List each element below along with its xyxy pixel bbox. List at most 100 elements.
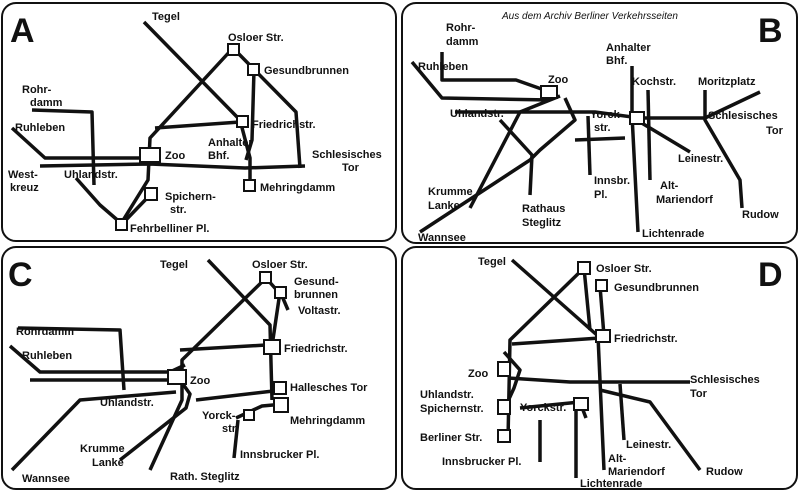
line-rudow-d [599,388,702,472]
line-leinestr-d [618,383,626,441]
label-gesundbrunnen-d: Gesundbrunnen [614,282,699,294]
label-anhalter-b: Anhalter [606,42,651,54]
label-yorck-c-2: str. [222,423,239,435]
label-rath-steglitz-c: Rath. Steglitz [170,471,240,483]
label-innsbrucker-c: Innsbrucker Pl. [240,449,319,461]
label-mehringdamm: Mehringdamm [260,182,335,194]
station-spichernstr-d [497,399,511,415]
label-rudow-d: Rudow [706,466,743,478]
panel-c-letter: C [8,256,33,294]
label-rohrdamm-2: damm [30,97,63,109]
label-leinestr-d: Leinestr. [626,439,671,451]
station-zoo-b [540,85,558,99]
panel-c-labels: Tegel Osloer Str. Gesund- brunnen Voltas… [16,259,368,485]
panel-a-frame [1,2,397,242]
line-innsbr-b [586,115,592,176]
label-spichern-2: str. [170,204,187,216]
label-bhf: Bhf. [208,150,229,162]
line-osloer-south-d [582,267,592,331]
station-osloer-str-c [259,271,272,284]
station-yorckstr-b [629,111,645,125]
label-tegel: Tegel [152,11,180,23]
label-ruhleben: Ruhleben [15,122,65,134]
panel-c: C Tegel Osloer Str. G [1,246,397,490]
label-rudow-b: Rudow [742,209,779,221]
line-friedrichstr-link-c [179,343,267,352]
label-ruhleben-c: Ruhleben [22,350,72,362]
label-schlesisches-d: Schlesisches [690,374,760,386]
label-zoo: Zoo [165,150,185,162]
label-steglitz-b: Steglitz [522,217,562,229]
label-pl-b: Pl. [594,189,607,201]
panel-d: D Tegel Osloer Str. G [401,246,798,490]
line-tegel-mehringdamm [142,20,252,186]
line-rohrdamm-c [17,326,126,391]
station-yorckstr-c [243,409,255,421]
label-schlesisches: Schlesisches [312,149,382,161]
line-east-west-d [507,376,690,384]
line-krumme-lanke-b [468,94,561,209]
label-spichernstr-d: Spichernstr. [420,403,484,415]
label-alt-d: Alt- [608,453,627,465]
label-fehrbelliner-pl: Fehrbelliner Pl. [130,223,209,235]
label-ruhleben-b: Ruhleben [418,61,468,73]
line-innsbrucker-c [232,419,240,459]
label-krumme-b: Krumme [428,186,473,198]
line-hallesches-link-c [195,388,283,402]
label-tor: Tor [342,162,360,174]
label-berliner-str-d: Berliner Str. [420,432,482,444]
panel-b-lines [410,52,761,234]
label-leinestr-b: Leinestr. [678,153,723,165]
line-ruhleben-c [8,344,186,374]
station-osloer-str-d [577,261,591,275]
label-uhlandstr-d: Uhlandstr. [420,389,474,401]
line-steglitz-b [498,118,534,196]
panel-d-stations [497,261,611,443]
line-gesundbrunnen-d [598,285,606,337]
label-lanke-b: Lanke [428,200,460,212]
panel-b-frame [401,2,798,244]
line-westkreuz-loop [74,176,152,226]
station-friedrichstr-d [595,329,611,343]
label-lichtenrade-b: Lichtenrade [642,228,704,240]
line-rohrdamm [31,108,96,186]
line-tegel-c [206,258,274,401]
line-krumme-lanke-c [30,378,192,462]
label-mariendorf-b: Mariendorf [656,194,713,206]
label-lichtenrade-d: Lichtenrade [580,478,642,490]
line-rudow-b [703,90,744,209]
label-gesund-c: Gesund- [294,276,339,288]
label-tegel-c: Tegel [160,259,188,271]
archive-credit: Aus dem Archiv Berliner Verkehrsseiten [501,11,678,22]
label-osloer-str-d: Osloer Str. [596,263,652,275]
line-yorck-link-b [574,136,626,142]
label-moritzplatz-b: Moritzplatz [698,76,756,88]
label-friedrichstr: Friedrichstr. [252,119,316,131]
label-tor-b: Tor [766,125,784,137]
label-gesundbrunnen: Gesundbrunnen [264,65,349,77]
label-spichern-1: Spichern- [165,191,216,203]
label-rohrdamm-1: Rohr- [22,84,52,96]
station-fehrbelliner-pl [115,218,128,231]
line-leinestr-b [639,120,691,154]
label-tor-d: Tor [690,388,708,400]
label-yorck-c-1: Yorck- [202,410,236,422]
line-wannsee-b [419,97,577,234]
panel-c-frame [1,246,397,490]
station-spichernstr [144,187,158,201]
label-osloer-str-c: Osloer Str. [252,259,308,271]
station-gesundbrunnen-c [274,286,287,299]
label-rohrdamm-c: Rohrdamm [16,326,74,338]
station-hallesches-tor-c [273,381,287,395]
label-rathaus-b: Rathaus [522,203,565,215]
label-rohrdamm-b-2: damm [446,36,479,48]
station-mehringdamm-c [273,397,289,413]
line-friedrichstr-link [154,120,241,130]
label-westkreuz-1: West- [8,169,38,181]
station-friedrichstr [236,115,249,128]
label-yorck-b-1: Yorck- [590,109,624,121]
label-uhlandstr-b: Uhlandstr. [450,108,504,120]
label-zoo-b: Zoo [548,74,568,86]
label-uhlandstr-c: Uhlandstr. [100,397,154,409]
